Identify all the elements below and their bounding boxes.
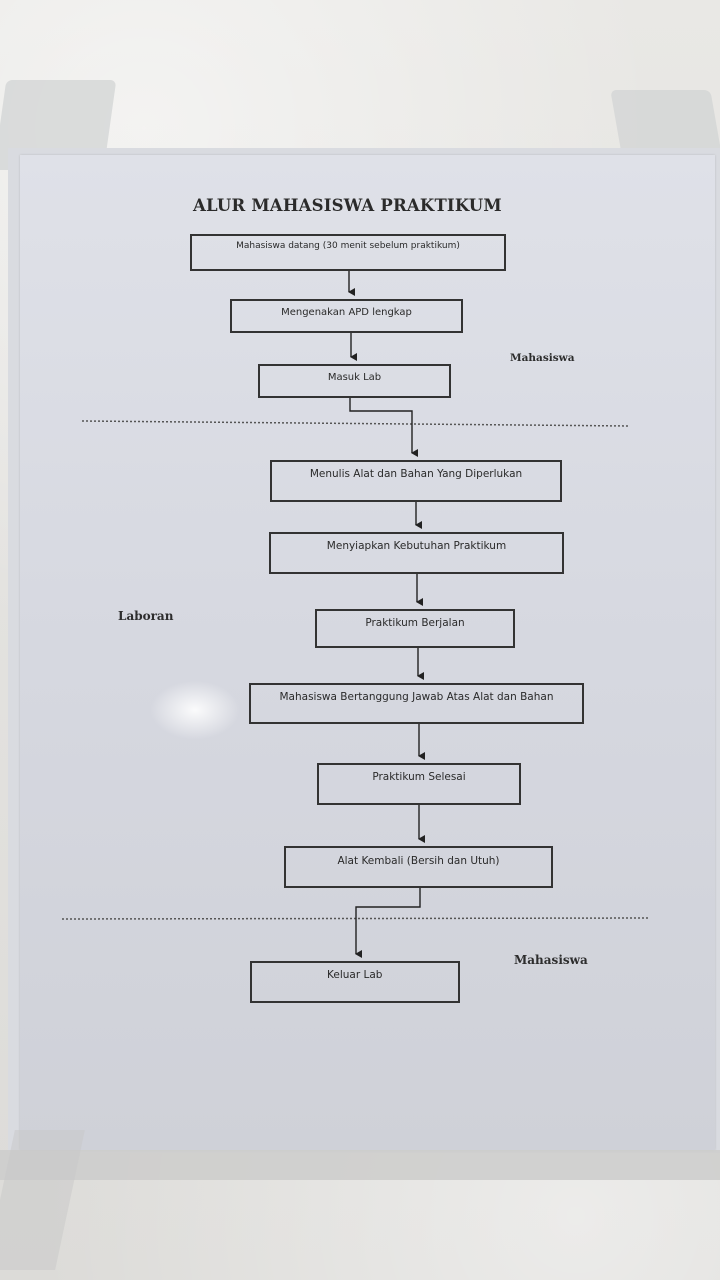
step-box-exit-lab: Keluar Lab xyxy=(250,961,460,1003)
step-box-practicum-running: Praktikum Berjalan xyxy=(315,609,515,648)
lane-label-mahasiswa-bottom: Mahasiswa xyxy=(514,953,588,967)
lane-label-mahasiswa-top: Mahasiswa xyxy=(510,352,575,364)
tape-bottom xyxy=(0,1150,720,1180)
step-box-practicum-finished: Praktikum Selesai xyxy=(317,763,521,805)
flowchart-title: ALUR MAHASISWA PRAKTIKUM xyxy=(193,196,502,215)
step-box-write-materials: Menulis Alat dan Bahan Yang Diperlukan xyxy=(270,460,562,502)
lane-label-laboran: Laboran xyxy=(118,609,174,623)
step-box-arrival: Mahasiswa datang (30 menit sebelum prakt… xyxy=(190,234,506,271)
step-box-wear-ppe: Mengenakan APD lengkap xyxy=(230,299,463,333)
paper-sheet xyxy=(20,155,715,1150)
step-box-tools-returned: Alat Kembali (Bersih dan Utuh) xyxy=(284,846,553,888)
step-box-student-responsibility: Mahasiswa Bertanggung Jawab Atas Alat da… xyxy=(249,683,584,724)
step-box-enter-lab: Masuk Lab xyxy=(258,364,451,398)
step-box-prepare-needs: Menyiapkan Kebutuhan Praktikum xyxy=(269,532,564,574)
light-glare xyxy=(150,680,240,740)
